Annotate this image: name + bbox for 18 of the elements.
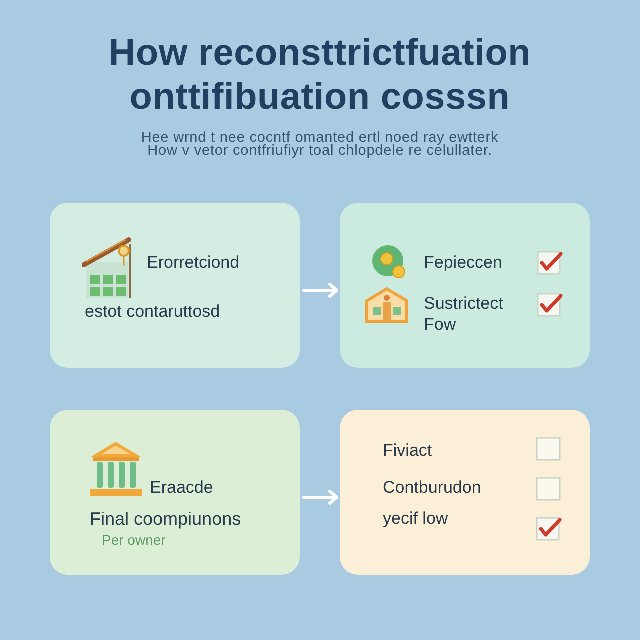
step-heading: Erorretciond [147,252,240,273]
arrow [302,490,338,505]
checklist-item: Fepieccen [424,252,502,273]
step-card [340,410,590,575]
step-card [50,203,300,368]
checklist-item: yecif low [383,508,448,529]
checklist-item: Sustrictect Fow [424,293,504,335]
step-card [50,410,300,575]
checklist-item: Contburudon [383,477,482,498]
subtitle: Hee wrnd t nee cocntf omanted ertl noed ray ewtterk How v vetor contfriufiyr toal chlopdele re celullater. [140,132,500,158]
checklist-item: Fiviact [383,440,432,461]
title: How reconsttrictfuation onttifibuation cosssn [108,31,532,119]
step-description: estot contaruttosd [85,301,220,322]
arrow [302,282,338,298]
step-heading: Eraacde [150,477,214,498]
step-card [340,203,590,368]
step-description: Final coompiunons [90,509,242,530]
owner-note: Per owner [102,531,166,550]
